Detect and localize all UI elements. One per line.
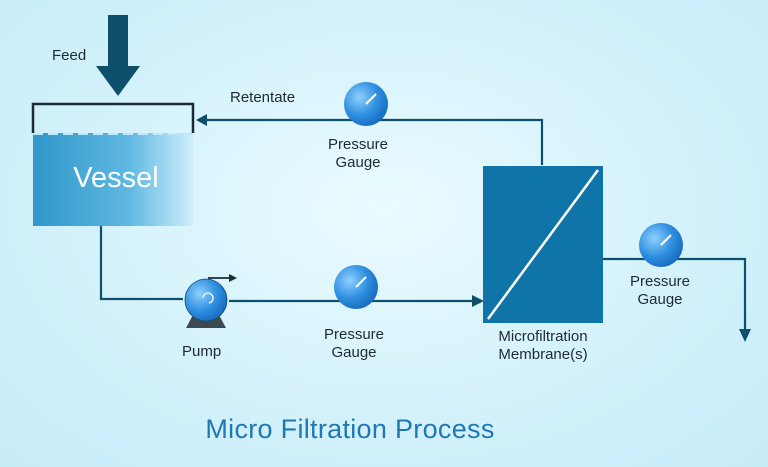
pressure-gauge-top-icon (344, 82, 388, 126)
retentate-pipe (196, 114, 544, 165)
pump-icon (184, 274, 237, 328)
pressure-gauge-right-line2: Gauge (637, 291, 683, 308)
pressure-gauge-right-label: Pressure Gauge (612, 273, 708, 309)
pressure-gauge-mid-line1: Pressure (323, 326, 385, 343)
pressure-gauge-top-label: Pressure Gauge (310, 136, 406, 172)
membrane-label: Microfiltration Membrane(s) (478, 328, 608, 364)
pressure-gauge-mid-icon (334, 265, 378, 309)
pressure-gauge-right-icon (639, 223, 683, 267)
pressure-gauge-top-line1: Pressure (327, 136, 389, 153)
pressure-gauge-top-line2: Gauge (335, 154, 381, 171)
pressure-gauge-right-line1: Pressure (629, 273, 691, 290)
pressure-gauge-mid-line2: Gauge (331, 344, 377, 361)
pressure-gauge-mid-label: Pressure Gauge (306, 326, 402, 362)
membrane-label-line2: Membrane(s) (498, 346, 588, 363)
diagram-title: Micro Filtration Process (205, 414, 495, 444)
feed-label: Feed (52, 47, 87, 64)
microfiltration-membrane (483, 166, 603, 323)
pump-label: Pump (182, 343, 222, 360)
vessel-label: Vessel (73, 162, 159, 194)
membrane-label-line1: Microfiltration (498, 328, 588, 345)
vessel-to-pump-pipe (99, 226, 183, 301)
retentate-label: Retentate (230, 89, 296, 106)
vessel (31, 102, 195, 226)
feed-arrow (96, 15, 140, 96)
